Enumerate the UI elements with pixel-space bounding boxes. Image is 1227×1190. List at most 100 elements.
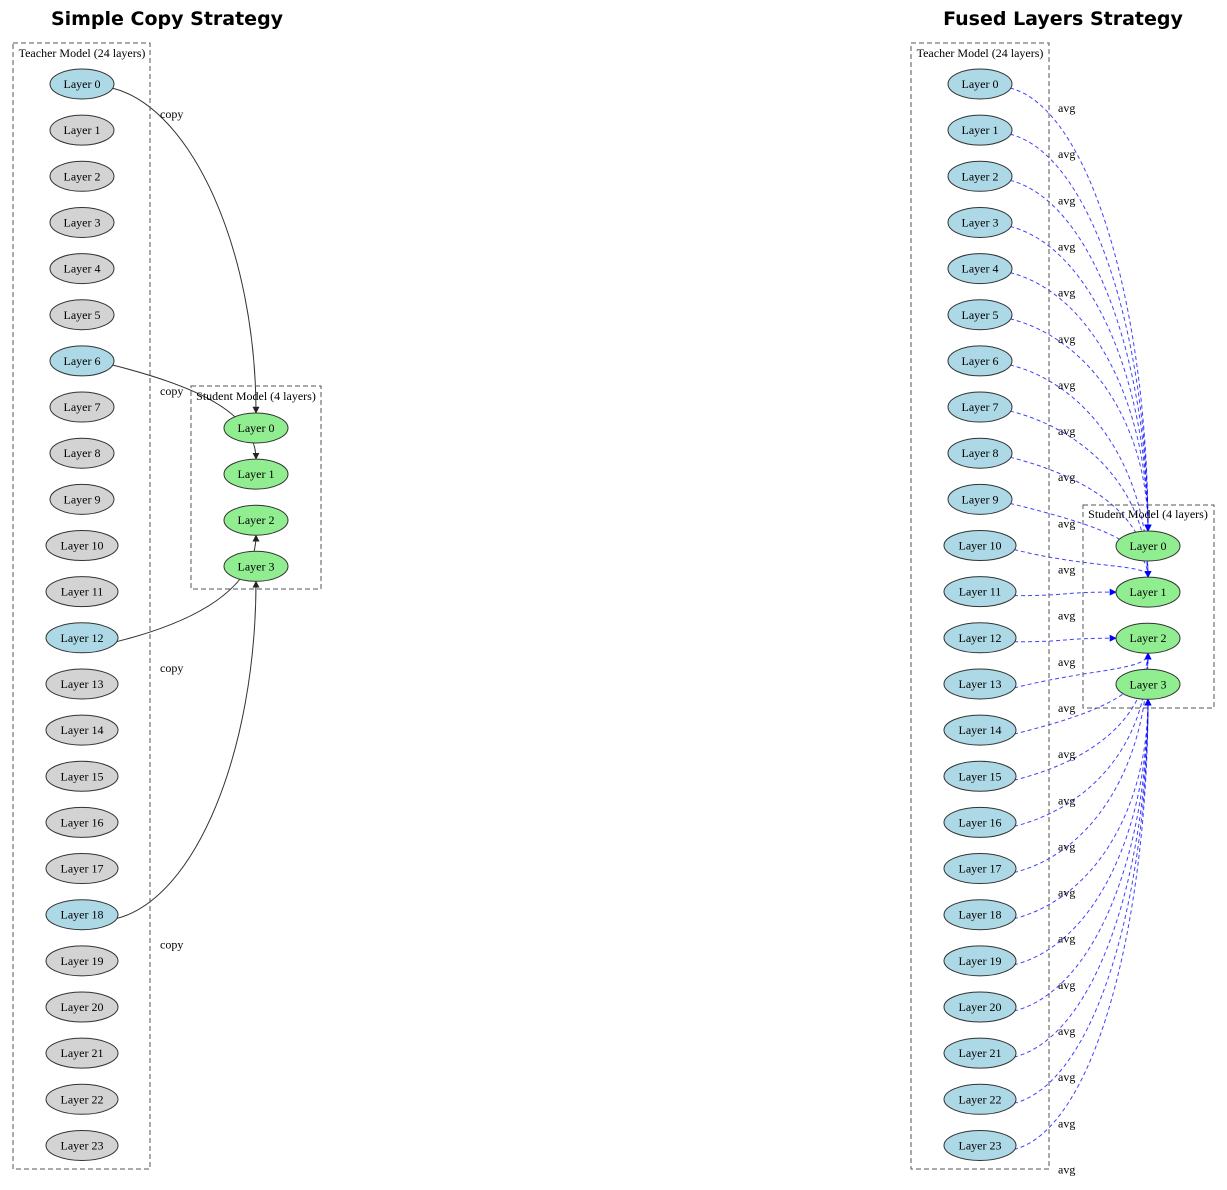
teacher-node-simple-17 xyxy=(45,853,119,885)
teacher-node-simple-11 xyxy=(45,576,119,608)
avg-edge-label: avg xyxy=(1058,1116,1075,1130)
student-node-fused-0 xyxy=(1115,530,1181,562)
teacher-node-fused-0 xyxy=(947,68,1013,100)
avg-edge-fused-0-0 xyxy=(1009,87,1152,532)
teacher-node-label: Layer 12 xyxy=(61,631,104,645)
teacher-node-fused-12 xyxy=(943,622,1017,654)
teacher-node-simple-1 xyxy=(49,114,115,146)
teacher-node-fused-18 xyxy=(943,899,1017,931)
teacher-node-label: Layer 4 xyxy=(962,262,999,276)
avg-edge-label: avg xyxy=(1058,609,1075,623)
avg-edge-label: avg xyxy=(1058,701,1075,715)
student-node-fused-2 xyxy=(1115,622,1181,654)
avg-edge-fused-1-0 xyxy=(1009,133,1152,532)
teacher-node-fused-10 xyxy=(943,530,1017,561)
teacher-cluster-label-fused: Teacher Model (24 layers) xyxy=(917,46,1044,60)
teacher-node-label: Layer 14 xyxy=(959,723,1002,737)
teacher-cluster-simple xyxy=(12,42,151,1170)
avg-edge-label: avg xyxy=(1058,239,1075,253)
teacher-node-simple-18 xyxy=(45,899,119,931)
teacher-node-fused-11 xyxy=(943,576,1017,608)
teacher-node-label: Layer 16 xyxy=(61,815,104,829)
avg-edge-label: avg xyxy=(1058,147,1075,161)
avg-edge-fused-4-0 xyxy=(1009,272,1152,532)
teacher-node-fused-16 xyxy=(943,806,1017,838)
avg-edge-label: avg xyxy=(1058,286,1075,300)
teacher-node-label: Layer 7 xyxy=(64,400,101,414)
teacher-node-fused-19 xyxy=(943,945,1017,977)
avg-edge-label: avg xyxy=(1058,470,1075,484)
avg-edge-fused-12-2 xyxy=(1013,634,1117,643)
teacher-node-label: Layer 13 xyxy=(959,677,1002,691)
teacher-node-label: Layer 18 xyxy=(61,908,104,922)
student-cluster-fused xyxy=(1082,504,1215,709)
avg-edge-fused-23-3 xyxy=(1013,698,1152,1150)
panel-title-fused: Fused Layers Strategy xyxy=(943,8,1183,30)
copy-edge-simple-18-3 xyxy=(115,580,260,920)
teacher-node-label: Layer 19 xyxy=(959,954,1002,968)
teacher-node-simple-6 xyxy=(49,345,115,377)
teacher-node-label: Layer 9 xyxy=(64,492,101,506)
teacher-node-label: Layer 21 xyxy=(61,1046,104,1060)
avg-edge-fused-20-3 xyxy=(1013,698,1152,1012)
avg-edge-fused-2-0 xyxy=(1009,179,1152,532)
teacher-node-simple-15 xyxy=(45,760,119,792)
student-node-label: Layer 3 xyxy=(238,559,275,573)
nodes-layer xyxy=(45,68,1181,1161)
teacher-node-simple-13 xyxy=(45,668,119,700)
teacher-node-simple-23 xyxy=(45,1129,119,1161)
teacher-node-label: Layer 4 xyxy=(64,262,101,276)
panel-title-simple: Simple Copy Strategy xyxy=(51,8,284,30)
teacher-node-label: Layer 8 xyxy=(962,446,999,460)
avg-edge-label: avg xyxy=(1058,932,1075,946)
avg-edge-label: avg xyxy=(1058,193,1075,207)
student-node-fused-1 xyxy=(1115,576,1181,608)
teacher-node-fused-9 xyxy=(947,483,1013,515)
teacher-cluster-label-simple: Teacher Model (24 layers) xyxy=(19,46,146,60)
teacher-node-simple-0 xyxy=(49,68,115,100)
avg-edge-fused-14-2 xyxy=(1013,652,1152,735)
teacher-node-simple-21 xyxy=(45,1037,119,1069)
copy-edge-label: copy xyxy=(160,107,183,121)
student-cluster-simple xyxy=(190,385,322,590)
teacher-node-label: Layer 14 xyxy=(61,723,104,737)
teacher-node-label: Layer 3 xyxy=(962,215,999,229)
avg-edge-fused-19-3 xyxy=(1013,698,1152,966)
teacher-node-label: Layer 15 xyxy=(959,769,1002,783)
teacher-cluster-fused xyxy=(910,42,1050,1170)
avg-edge-label: avg xyxy=(1058,1024,1075,1038)
teacher-node-label: Layer 11 xyxy=(959,585,1002,599)
teacher-node-simple-20 xyxy=(45,991,119,1023)
teacher-node-label: Layer 17 xyxy=(61,862,104,876)
avg-edge-fused-7-1 xyxy=(1009,410,1152,578)
avg-edge-fused-9-1 xyxy=(1009,502,1152,578)
teacher-node-label: Layer 19 xyxy=(61,954,104,968)
avg-edge-label: avg xyxy=(1058,793,1075,807)
teacher-node-simple-4 xyxy=(49,253,115,285)
teacher-node-fused-20 xyxy=(943,991,1017,1023)
student-node-label: Layer 3 xyxy=(1130,677,1167,691)
teacher-node-label: Layer 6 xyxy=(962,354,999,368)
teacher-node-label: Layer 7 xyxy=(962,400,999,414)
teacher-node-label: Layer 20 xyxy=(61,1000,104,1014)
teacher-node-label: Layer 1 xyxy=(962,123,999,137)
teacher-node-label: Layer 5 xyxy=(64,308,101,322)
teacher-node-label: Layer 13 xyxy=(61,677,104,691)
avg-edge-fused-3-0 xyxy=(1009,225,1152,532)
student-node-simple-1 xyxy=(223,458,289,490)
teacher-node-fused-13 xyxy=(943,668,1017,700)
teacher-node-label: Layer 3 xyxy=(64,215,101,229)
edges-layer xyxy=(111,87,1152,1150)
avg-edge-label: avg xyxy=(1058,1070,1075,1084)
student-cluster-label-simple: Student Model (4 layers) xyxy=(196,389,316,403)
avg-edge-label: avg xyxy=(1058,886,1075,900)
avg-edge-label: avg xyxy=(1058,839,1075,853)
avg-edge-fused-10-1 xyxy=(1013,549,1152,578)
teacher-node-label: Layer 23 xyxy=(61,1138,104,1152)
copy-edge-simple-6-1 xyxy=(111,364,260,460)
avg-edge-label: avg xyxy=(1058,378,1075,392)
student-node-label: Layer 2 xyxy=(238,513,275,527)
teacher-node-simple-3 xyxy=(49,206,115,238)
teacher-node-label: Layer 2 xyxy=(962,169,999,183)
